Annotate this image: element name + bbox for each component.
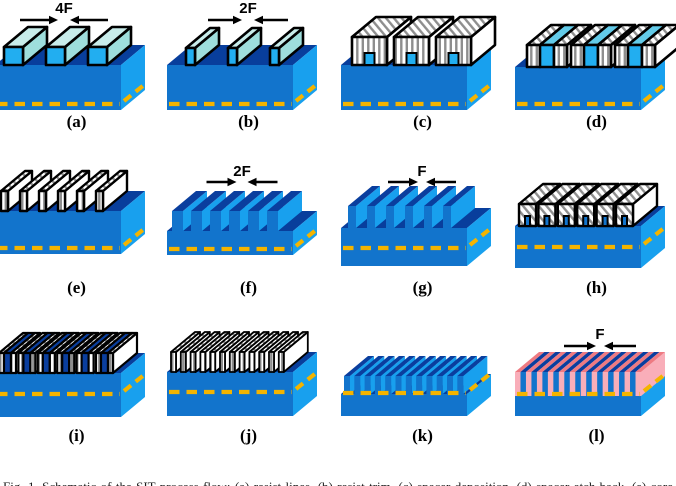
- etch-stop-dashed-line: [169, 228, 318, 252]
- scene-e: [0, 169, 146, 254]
- features: [515, 352, 665, 396]
- etch-stop-dashed-line: [517, 226, 666, 250]
- bar: [268, 26, 305, 67]
- spacer-core-block: [613, 23, 676, 69]
- bar: [2, 25, 49, 67]
- panel-j-scene: [167, 331, 318, 416]
- scene-c: [341, 15, 497, 110]
- panel-j: (j): [164, 300, 333, 460]
- features: [0, 169, 129, 213]
- etch-stop-dashed-line: [0, 83, 146, 107]
- spacer-block: [94, 169, 129, 213]
- panel-k: (k): [338, 300, 507, 460]
- etch-stop-dashed-line: [517, 83, 666, 107]
- panel-i: (i): [0, 300, 161, 460]
- etch-stop-dashed-line: [169, 83, 318, 107]
- fill-layer: [515, 352, 665, 396]
- panel-b-label: (b): [238, 112, 259, 131]
- etch-stop-dashed-line: [0, 373, 146, 397]
- panel-d-scene: [515, 23, 676, 110]
- panel-e-label: (e): [67, 278, 86, 297]
- panel-b: 2F (b): [164, 0, 333, 148]
- features: [517, 182, 659, 228]
- scene-f: [167, 191, 318, 255]
- panel-h-scene: [515, 182, 666, 268]
- features: [184, 26, 305, 67]
- features: [348, 186, 475, 228]
- panel-i-scene: [0, 331, 146, 417]
- dimension-annotation: 4F: [20, 0, 108, 25]
- features: [0, 331, 139, 375]
- dimension-label: 2F: [239, 0, 257, 17]
- features: [170, 331, 309, 373]
- bar: [86, 25, 133, 67]
- etch-stop-dashed-line: [0, 227, 146, 251]
- scene-i: [0, 331, 146, 417]
- panel-j-label: (j): [240, 426, 257, 445]
- panel-a-label: (a): [66, 112, 87, 131]
- panel-d-label: (d): [586, 112, 607, 131]
- panel-a-scene: 4F: [0, 0, 146, 110]
- panel-f-scene: 2F: [167, 163, 318, 255]
- features: [350, 15, 497, 67]
- dimension-annotation: 2F: [208, 0, 288, 25]
- spacer-core-block: [94, 331, 139, 375]
- panel-b-scene: 2F: [167, 0, 318, 110]
- features: [344, 356, 488, 394]
- panel-f: 2F (f): [164, 148, 333, 300]
- panel-h: (h): [512, 148, 676, 300]
- dimension-annotation: F: [388, 163, 456, 187]
- panel-k-label: (k): [412, 426, 433, 445]
- panel-g: F (g): [338, 148, 507, 300]
- panel-f-label: (f): [240, 278, 257, 297]
- scene-d: [515, 23, 676, 110]
- scene-k: [341, 356, 492, 416]
- dimension-label: 2F: [233, 163, 251, 180]
- spacer-block: [434, 15, 497, 67]
- etch-stop-dashed-line: [343, 83, 492, 107]
- features: [525, 23, 676, 69]
- features: [2, 25, 133, 67]
- scene-j: [167, 331, 318, 416]
- etch-stop-dashed-line: [343, 372, 492, 396]
- etch-stop-dashed-line: [169, 371, 318, 395]
- panel-c: (c): [338, 0, 507, 148]
- panel-e: (e): [0, 148, 161, 300]
- dimension-annotation: F: [564, 326, 636, 351]
- scene-g: [341, 186, 492, 266]
- panel-l-scene: F: [515, 326, 666, 416]
- panel-l-label: (l): [588, 426, 605, 445]
- scene-b: [167, 26, 318, 110]
- panel-d: (d): [512, 0, 676, 148]
- dimension-label: 4F: [55, 0, 73, 17]
- bar: [184, 26, 221, 67]
- panel-c-scene: [341, 15, 497, 110]
- dimension-annotation: 2F: [206, 163, 278, 187]
- features: [172, 191, 302, 231]
- panel-h-label: (h): [586, 278, 607, 297]
- cropped-caption: Fig. 1. Schematic of the SIT process flo…: [3, 479, 673, 486]
- bar: [226, 26, 263, 67]
- panel-c-label: (c): [413, 112, 432, 131]
- substrate-fin: [443, 186, 475, 228]
- panel-a: 4F (a): [0, 0, 161, 148]
- panel-l: F (l): [512, 300, 676, 460]
- dimension-label: F: [417, 163, 426, 180]
- scene-h: [515, 182, 666, 268]
- panel-g-label: (g): [412, 278, 433, 297]
- spacer-block: [614, 182, 659, 228]
- scene-a: [0, 25, 146, 110]
- substrate-fin: [457, 356, 488, 394]
- dimension-label: F: [595, 326, 604, 343]
- substrate-fin: [267, 191, 302, 231]
- panel-i-label: (i): [68, 426, 85, 445]
- panel-e-scene: [0, 169, 146, 254]
- etch-stop-dashed-line: [517, 373, 666, 397]
- spacer-block: [277, 331, 309, 373]
- etch-stop-dashed-line: [343, 227, 492, 251]
- scene-l: [515, 352, 666, 416]
- panel-g-scene: F: [341, 163, 492, 266]
- panel-k-scene: [341, 356, 492, 416]
